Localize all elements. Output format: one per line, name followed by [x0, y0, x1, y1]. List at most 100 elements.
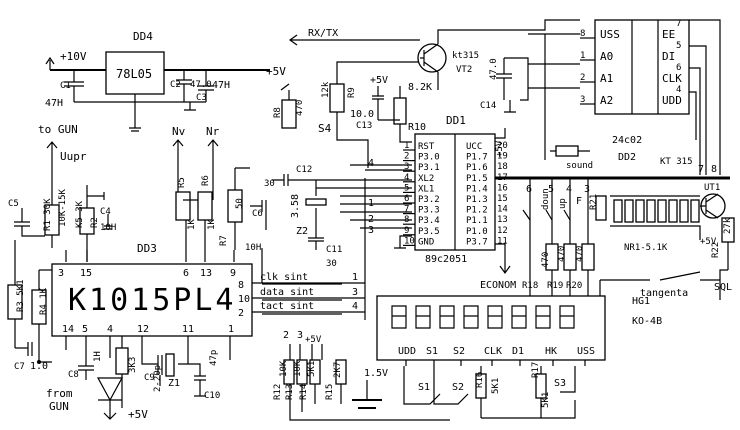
svg-text:R9: R9 [347, 87, 357, 98]
svg-text:27k: 27k [723, 217, 733, 234]
dd2-pinnum-6: 6 [676, 63, 681, 73]
c4-label: C4 [100, 207, 111, 217]
dd3-pin-11: 11 [182, 324, 194, 335]
svg-text:R14: R14 [299, 384, 309, 400]
r2-label: 10K-15K [58, 188, 68, 227]
dd2-pin-a1: A1 [600, 72, 613, 85]
dd3-pin-1: 1 [228, 324, 234, 335]
keypad-network: 2 3 +5V 10K 10K 5K1 2K7 R12 R13 R14 R15 … [273, 330, 576, 421]
dd1-pin-rst: RST [418, 142, 435, 152]
z1-label: Z1 [168, 378, 180, 389]
dd1-pin-p3.3: P3.3 [418, 206, 440, 216]
dd2-pinnum-4: 4 [676, 85, 681, 95]
svg-text:R21: R21 [589, 194, 599, 210]
dd3-pin-2: 2 [238, 308, 244, 319]
svg-text:R17: R17 [531, 362, 541, 378]
speaker-icon [555, 145, 579, 157]
dd2-pin-di: DI [662, 50, 675, 63]
c6-value: 10H [245, 243, 261, 253]
c6-label: C6 [252, 209, 263, 219]
hg1-digit [439, 305, 455, 329]
nr1-cell [690, 199, 700, 223]
tact-sint-label: tact sint [260, 301, 314, 312]
dd1-pinnum-18: 18 [497, 162, 508, 172]
svg-text:R20: R20 [566, 281, 582, 291]
dd1-pin-p1.0: P1.0 [466, 227, 488, 237]
svg-text:470: 470 [575, 246, 585, 262]
dd1-pin-p3.7: P3.7 [466, 237, 488, 247]
dd1-pinnum-11: 11 [497, 236, 508, 246]
hg1-digit [559, 305, 575, 329]
bus-taps: 6 5 4 3 7 8 [526, 164, 717, 300]
rxtx-label: RX/TX [308, 28, 338, 39]
nr1-cell [657, 199, 667, 223]
hg1-pin-clk: CLK [484, 346, 502, 357]
data-sint-num: 3 [352, 287, 358, 298]
hg1-pin-s2: S2 [453, 346, 465, 357]
svg-text:1K: 1K [207, 219, 217, 230]
s4-label: S4 [318, 122, 332, 135]
econom-label: ECONOM [480, 280, 516, 291]
dd1-pinnum-9: 9 [404, 226, 409, 236]
svg-text:R4 1K: R4 1K [39, 287, 49, 315]
dd3-body [51, 263, 253, 337]
dd2-pinnum-2: 2 [580, 73, 585, 83]
svg-text:470: 470 [541, 252, 551, 268]
tact-sint-num: 4 [352, 301, 358, 312]
c10-label: C10 [204, 391, 220, 401]
dd1-pinnum-13: 13 [497, 215, 508, 225]
dd1-pin-p1.1: P1.1 [466, 216, 488, 226]
svg-text:R6: R6 [201, 175, 211, 186]
gun-io-section: to GUN Uupr R1 30K 10K-15K R2 K5-3K C4 1… [8, 123, 116, 262]
svg-text:R3 5K1: R3 5K1 [16, 279, 26, 312]
hg1-pin-s1: S1 [426, 346, 438, 357]
to-gun-label: to GUN [38, 123, 78, 136]
c11-label: C11 [326, 245, 342, 255]
c-47h: 47H [212, 80, 230, 91]
svg-text:5: 5 [548, 184, 554, 195]
f-label: F [576, 196, 582, 207]
dd2-pinnum-7: 7 [676, 19, 681, 29]
from-gun-label-2: GUN [49, 400, 69, 413]
dd1-pin-p1.4: P1.4 [466, 184, 488, 194]
nv-nr-section: Nv Nr R5 1K R6 1K 50 R7 C6 10H [172, 125, 267, 253]
dd3-pin-13: 13 [200, 268, 212, 279]
svg-text:R10: R10 [408, 122, 426, 133]
v5-bottom: +5V [128, 408, 148, 421]
c9-label: C9 [144, 373, 155, 383]
dd3-pin-4: 4 [107, 324, 113, 335]
c2-label: C2 [170, 80, 181, 90]
dd3-bottom-network: C8 1H from GUN 3K3 +5V Z1 C9 2-20p C10 4… [46, 336, 231, 421]
r6-resistor [197, 191, 213, 221]
svg-text:470: 470 [295, 100, 305, 116]
dd1-pin-p1.5: P1.5 [466, 174, 488, 184]
vt2-transistor [417, 43, 447, 73]
vt2-label-b: VT2 [456, 65, 472, 75]
v5-nr1: +5V [700, 237, 717, 247]
dd1-mcu: DD1 89c2051 RST1P3.02P3.13XL24XL15P3.26P… [403, 114, 516, 291]
hg1-pin-hk: HK [545, 346, 557, 357]
hg1-pin-d1: D1 [512, 346, 524, 357]
dd3-pin-12: 12 [137, 324, 149, 335]
v5-label: +5V [266, 65, 286, 78]
svg-text:6: 6 [526, 184, 532, 195]
c1-value: 47H [45, 98, 63, 109]
dd2-pin-ee: EE [662, 28, 675, 41]
s1-label: S1 [418, 382, 430, 393]
dd1-pinnum-2: 2 [404, 152, 409, 162]
ut1-section: UT1 27k R22 SQL [700, 183, 735, 293]
c4-value: 10H [100, 223, 116, 233]
r8-resistor [281, 99, 297, 129]
dd1-pinnum-7: 7 [404, 205, 409, 215]
r9-resistor [329, 83, 345, 113]
dd1-pinnum-1: 1 [404, 141, 409, 151]
dd3-left-network: R3 5K1 R4 1K C7 1.0 [7, 262, 52, 372]
nv-label: Nv [172, 125, 186, 138]
hg1-digit [535, 305, 551, 329]
dd1-pin-xl2: XL2 [418, 174, 434, 184]
dd1-pinnum-16: 16 [497, 183, 508, 193]
dd3-ic: DD3 K1015PL4 3 15 6 13 9 14 5 4 12 11 1 … [51, 178, 366, 350]
